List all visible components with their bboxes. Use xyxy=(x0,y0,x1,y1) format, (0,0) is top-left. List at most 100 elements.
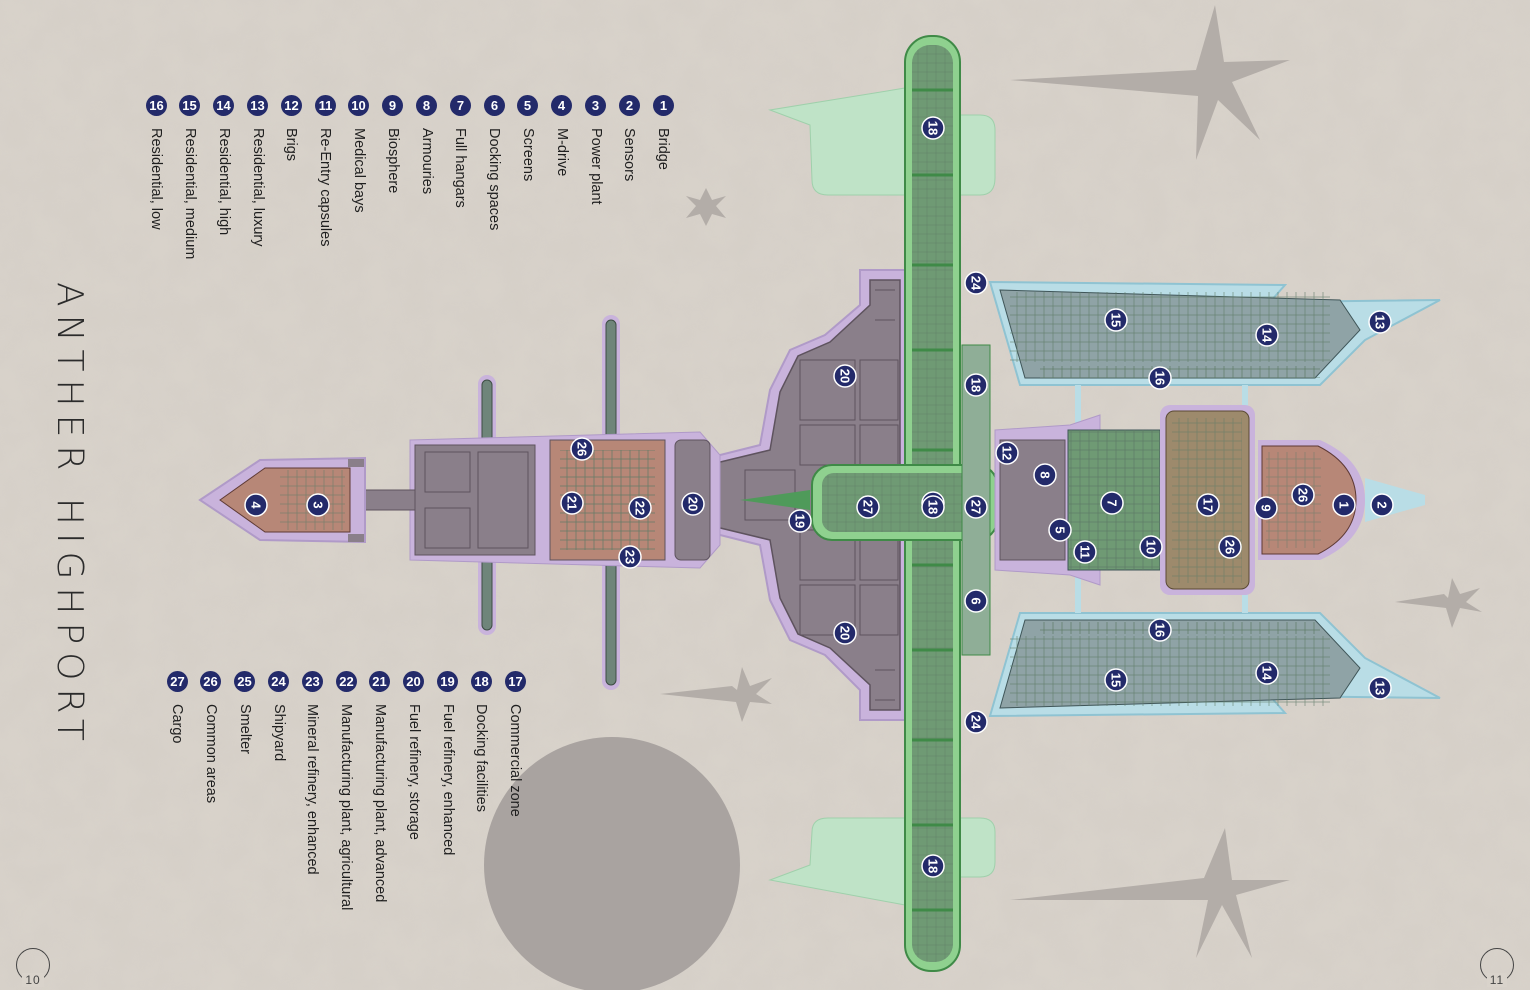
plan-marker: 26 xyxy=(570,437,594,461)
marker-layer: 1818182424182020151413161615141312871792… xyxy=(244,116,1394,878)
svg-text:24: 24 xyxy=(969,715,984,730)
svg-text:15: 15 xyxy=(1109,673,1124,687)
svg-text:10: 10 xyxy=(1144,540,1159,554)
legend-label: Manufacturing plant, agricultural xyxy=(338,704,355,911)
svg-text:27: 27 xyxy=(861,500,876,514)
legend-number-badge: 5 xyxy=(517,95,539,116)
svg-text:27: 27 xyxy=(969,500,984,514)
legend-label: Screens xyxy=(519,128,536,182)
plan-marker: 27 xyxy=(856,495,880,519)
legend-label: Fuel refinery, enhanced xyxy=(439,704,456,856)
plan-marker: 15 xyxy=(1104,308,1128,332)
planet-shape xyxy=(484,737,740,990)
plan-marker: 16 xyxy=(1148,366,1172,390)
svg-text:17: 17 xyxy=(1201,498,1216,512)
plan-marker: 4 xyxy=(244,493,268,517)
svg-text:26: 26 xyxy=(1223,540,1238,554)
plan-marker: 11 xyxy=(1073,540,1097,564)
plan-marker: 13 xyxy=(1368,676,1392,700)
plan-marker: 8 xyxy=(1033,463,1057,487)
svg-text:4: 4 xyxy=(249,501,264,509)
legend-number-badge: 2 xyxy=(618,95,640,116)
legend-number-badge: 26 xyxy=(200,671,222,692)
decorative-stars xyxy=(660,5,1482,958)
plan-marker: 12 xyxy=(995,441,1019,465)
legend-number-badge: 1 xyxy=(652,95,674,116)
legend-label: Cargo xyxy=(169,704,186,744)
page-title: ANTHER HIGHPORT xyxy=(49,282,90,749)
svg-text:19: 19 xyxy=(793,514,808,528)
legend-label: Manufacturing plant, advanced xyxy=(371,704,388,903)
legend-label: Docking facilities xyxy=(473,704,490,812)
svg-text:6: 6 xyxy=(969,597,984,604)
legend-label: Biosphere xyxy=(384,128,401,194)
plan-marker: 27 xyxy=(964,495,988,519)
legend-label: Fuel refinery, storage xyxy=(405,704,422,840)
legend-number-badge: 12 xyxy=(280,95,302,116)
plan-marker: 20 xyxy=(833,364,857,388)
plan-marker: 24 xyxy=(964,710,988,734)
legend-label: Residential, high xyxy=(215,128,232,236)
svg-text:22: 22 xyxy=(633,501,648,515)
plan-marker: 18 xyxy=(921,854,945,878)
svg-text:21: 21 xyxy=(565,496,580,510)
page-number-right: 11 xyxy=(1480,948,1514,987)
plan-marker: 18 xyxy=(964,373,988,397)
legend-number-badge: 24 xyxy=(268,671,290,692)
legend-number-badge: 8 xyxy=(416,95,438,116)
plan-marker: 17 xyxy=(1196,493,1220,517)
svg-text:18: 18 xyxy=(926,121,941,135)
legend-number-badge: 4 xyxy=(551,95,573,116)
legend-number-badge: 7 xyxy=(449,95,471,116)
legend-label: M-drive xyxy=(553,128,570,177)
legend-label: Full hangars xyxy=(452,128,469,208)
legend-label: Shipyard xyxy=(270,704,287,762)
legend-number-badge: 3 xyxy=(585,95,607,116)
plan-marker: 16 xyxy=(1148,618,1172,642)
plan-marker: 15 xyxy=(1104,668,1128,692)
legend-number-badge: 10 xyxy=(348,95,370,116)
legend-number-badge: 19 xyxy=(437,671,459,692)
svg-text:23: 23 xyxy=(623,550,638,564)
svg-text:13: 13 xyxy=(1373,315,1388,329)
plan-marker: 6 xyxy=(964,589,988,613)
svg-text:20: 20 xyxy=(686,497,701,511)
legend-number-badge: 18 xyxy=(470,671,492,692)
legend-number-badge: 9 xyxy=(382,95,404,116)
plan-marker: 2 xyxy=(1370,493,1394,517)
svg-text:18: 18 xyxy=(969,378,984,392)
svg-text:14: 14 xyxy=(1260,328,1275,343)
legend-label: Re-Entry capsules xyxy=(317,128,334,247)
legend-number-badge: 11 xyxy=(314,95,336,116)
plan-marker: 18 xyxy=(921,495,945,519)
plan-marker: 20 xyxy=(681,492,705,516)
plan-marker: 20 xyxy=(833,621,857,645)
legend-label: Bridge xyxy=(655,128,672,170)
svg-text:15: 15 xyxy=(1109,313,1124,327)
svg-text:16: 16 xyxy=(1153,623,1168,637)
legend-label: Medical bays xyxy=(350,128,367,213)
plan-marker: 5 xyxy=(1048,518,1072,542)
svg-text:9: 9 xyxy=(1259,504,1274,511)
plan-marker: 26 xyxy=(1218,535,1242,559)
svg-text:3: 3 xyxy=(311,501,326,508)
